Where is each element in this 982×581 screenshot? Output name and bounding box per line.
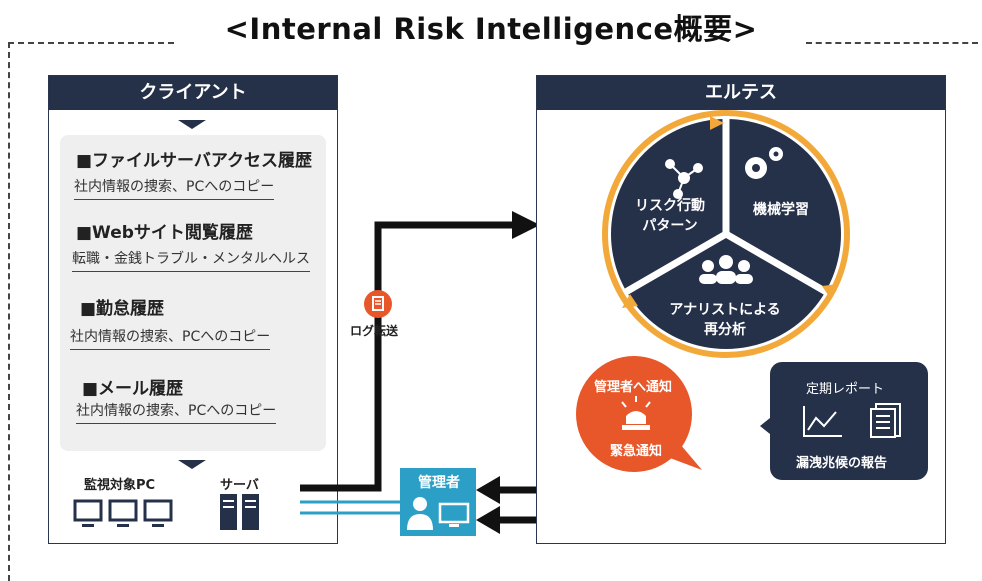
client-header: クライアント	[49, 76, 337, 110]
report-document-icon	[870, 403, 901, 438]
monitor-icons	[73, 499, 173, 527]
risk-behavior-label: リスク行動 パターン	[635, 198, 705, 234]
people-icon	[699, 255, 753, 284]
analysis-cycle-diagram	[602, 110, 850, 358]
network-icon	[665, 159, 703, 199]
server-icon	[220, 494, 259, 530]
down-arrow-icon-2	[178, 460, 206, 469]
manager-label: 管理者	[418, 475, 460, 491]
eltes-header: エルテス	[537, 76, 945, 110]
alert-top-label: 管理者へ通知	[594, 380, 673, 395]
down-arrow-icon	[178, 120, 206, 129]
report-pointer	[760, 418, 770, 434]
file-server-access-heading: ■ファイルサーバアクセス履歴	[76, 151, 313, 171]
page-title: <Internal Risk Intelligence概要>	[224, 12, 758, 46]
dashed-border-left	[8, 42, 10, 581]
email-heading: ■メール履歴	[82, 379, 184, 399]
file-server-access-detail: 社内情報の捜索、PCへのコピー	[74, 176, 275, 200]
dashed-border-top-right	[806, 42, 978, 44]
report-top-label: 定期レポート	[806, 382, 885, 397]
attendance-heading: ■勤怠履歴	[80, 299, 165, 319]
log-transfer-label: ログ転送	[350, 324, 399, 338]
document-icon	[372, 296, 384, 311]
attendance-detail: 社内情報の捜索、PCへのコピー	[70, 326, 271, 350]
email-detail: 社内情報の捜索、PCへのコピー	[76, 400, 277, 424]
web-browsing-heading: ■Webサイト閲覧履歴	[76, 223, 253, 243]
siren-icon	[621, 396, 651, 430]
alert-bottom-label: 緊急通知	[610, 444, 663, 459]
web-browsing-detail: 転職・金銭トラブル・メンタルヘルス	[72, 248, 310, 272]
line-chart-icon	[803, 406, 842, 437]
periodic-report-box	[770, 362, 928, 480]
monitored-pc-label: 監視対象PC	[84, 478, 156, 493]
analyst-label: アナリストによる 再分析	[669, 302, 781, 338]
report-bottom-label: 漏洩兆候の報告	[796, 456, 888, 471]
machine-learning-label: 機械学習	[753, 202, 809, 218]
log-transfer-badge	[364, 290, 392, 318]
dashed-border-top-left	[8, 42, 174, 44]
log-history-box	[60, 135, 326, 451]
server-label: サーバ	[220, 478, 259, 493]
user-at-desk-icon	[407, 497, 470, 530]
